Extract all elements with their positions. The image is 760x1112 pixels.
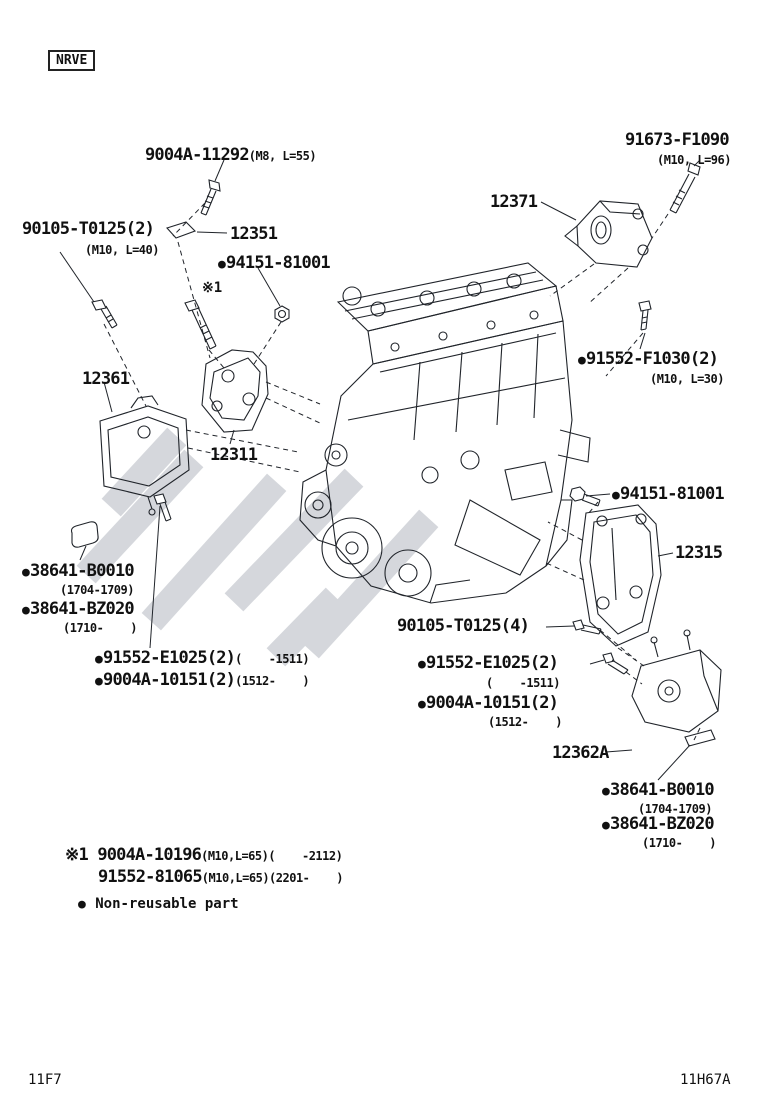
non-reusable-bullet: ● xyxy=(218,257,226,272)
bolt-90105-T0125-4-illustration xyxy=(572,619,602,635)
part-label-12362a: 12362A xyxy=(552,743,609,763)
non-reusable-bullet: ● xyxy=(95,674,103,689)
nut-94151-81001-top-illustration xyxy=(274,305,290,323)
bolt-91552-E1025-right-illustration xyxy=(602,652,629,675)
part-label-12361: 12361 xyxy=(82,369,130,389)
non-reusable-bullet: ● xyxy=(418,657,426,672)
bolt-91552-F1030-illustration xyxy=(638,300,652,331)
model-code: NRVE xyxy=(56,53,88,68)
part-label-90105-t0125-2: 90105-T0125(2) xyxy=(22,219,155,239)
non-reusable-bullet: ● xyxy=(22,603,30,618)
bolt-9004A-11292-illustration xyxy=(200,179,221,216)
part-label-90105-t0125-4: 90105-T0125(4) xyxy=(397,616,530,636)
bolt-9004A-10196-illustration xyxy=(184,299,217,350)
part-12311-bracket-illustration xyxy=(201,349,269,433)
part-12362A-mount-illustration xyxy=(631,629,722,733)
part-label-38641-bz020-right: ●38641-BZ020 xyxy=(602,814,715,834)
bolt-91673-F1090-illustration xyxy=(669,162,701,214)
part-label-38641-bz020-left: ●38641-BZ020 xyxy=(22,599,135,619)
part-38641-left-illustration xyxy=(70,521,99,548)
bolt-94151-81001-right-illustration xyxy=(569,486,601,507)
part-label-38641-b0010-right: ●38641-B0010 xyxy=(602,780,715,800)
part-note-91552-f1030: (M10, L=30) xyxy=(650,372,724,386)
part-12351-illustration xyxy=(166,221,196,239)
part-label-91673-f1090: 91673-F1090 xyxy=(625,130,730,150)
page-code-right: 11H67A xyxy=(680,1072,731,1088)
bolt-90105-T0125-2-illustration xyxy=(91,299,118,329)
part-label-91552-e1025-right: ●91552-E1025(2) xyxy=(418,653,559,673)
part-12371-mount-illustration xyxy=(564,200,653,268)
watermark xyxy=(76,427,439,667)
non-reusable-bullet: ● xyxy=(95,652,103,667)
part-label-94151-81001-top: ●94151-81001 xyxy=(218,253,331,273)
non-reusable-bullet: ● xyxy=(602,818,610,833)
part-label-9004a-11292: 9004A-11292(M8, L=55) xyxy=(145,145,317,165)
model-code-box: NRVE xyxy=(48,50,96,71)
part-12315-bracket-illustration xyxy=(579,504,662,647)
part-38641-right-illustration xyxy=(684,729,716,747)
footnote-part-9004a-10196: ※1 9004A-10196(M10,L=65)( -2112) xyxy=(65,845,343,865)
non-reusable-bullet: ● xyxy=(418,697,426,712)
part-label-12351: 12351 xyxy=(230,224,278,244)
part-note-91552-e1025-right: ( -1511) xyxy=(486,676,560,690)
part-note-38641-bz020-right: (1710- ) xyxy=(642,836,716,850)
page-code-left: 11F7 xyxy=(28,1072,62,1088)
non-reusable-bullet: ● xyxy=(578,353,586,368)
part-label-12311: 12311 xyxy=(210,445,258,465)
footnote-part-91552-81065: 91552-81065(M10,L=65)(2201- ) xyxy=(98,867,344,887)
part-note-91673-f1090: (M10, L=96) xyxy=(657,153,731,167)
part-note-9004a-10151-right: (1512- ) xyxy=(488,715,562,729)
part-note-38641-b0010-right: (1704-1709) xyxy=(638,802,712,816)
leader-lines xyxy=(59,159,701,781)
part-label-9004a-10151-left: ●9004A-10151(2)(1512- ) xyxy=(95,670,310,690)
non-reusable-bullet: ● xyxy=(612,488,620,503)
part-label-38641-b0010-left: ●38641-B0010 xyxy=(22,561,135,581)
part-label-91552-f1030: ●91552-F1030(2) xyxy=(578,349,719,369)
part-label-91552-e1025-left: ●91552-E1025(2)( -1511) xyxy=(95,648,310,668)
part-note-90105-t0125-2: (M10, L=40) xyxy=(85,243,159,257)
footnote-marker-1: ※1 xyxy=(202,280,223,296)
part-12361-mount-illustration xyxy=(99,395,190,516)
bolt-91552-E1025-left-illustration xyxy=(153,493,172,522)
engine-illustration xyxy=(299,262,591,604)
part-label-12371: 12371 xyxy=(490,192,538,212)
part-label-12315: 12315 xyxy=(675,543,723,563)
part-note-38641-b0010-left: (1704-1709) xyxy=(60,583,134,597)
non-reusable-bullet: ● xyxy=(22,565,30,580)
assembly-dashed-lines xyxy=(103,202,701,741)
legend-non-reusable: ● Non-reusable part xyxy=(78,896,239,912)
non-reusable-bullet: ● xyxy=(602,784,610,799)
part-label-94151-81001-right: ●94151-81001 xyxy=(612,484,725,504)
part-label-9004a-10151-right: ●9004A-10151(2) xyxy=(418,693,559,713)
non-reusable-bullet: ● xyxy=(78,897,86,912)
part-note-38641-bz020-left: (1710- ) xyxy=(63,621,137,635)
